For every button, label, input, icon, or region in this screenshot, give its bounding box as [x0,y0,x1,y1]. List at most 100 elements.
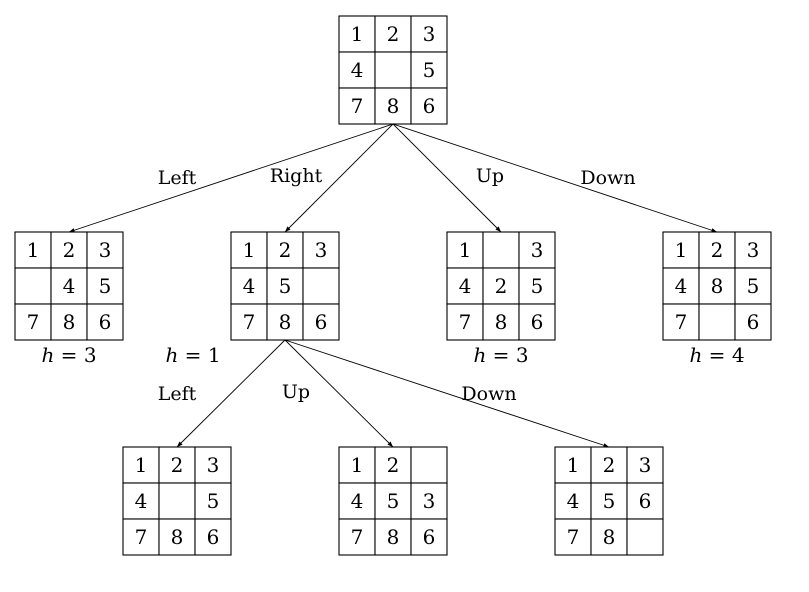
board-cell [302,303,340,341]
board-cell [302,267,340,305]
tile-number: 2 [711,238,724,262]
board-cell [590,446,628,484]
tile-number: 3 [531,238,544,262]
board-cell [50,231,88,269]
board-cell [410,518,448,556]
board-cell [194,482,232,520]
tile-number: 3 [639,453,652,477]
tile-number: 5 [423,58,436,82]
tile-number: 1 [351,453,364,477]
tile-number: 7 [243,310,256,334]
board-cell [122,446,160,484]
board-cell [14,303,52,341]
tile-number: 6 [423,525,436,549]
edge-arrow-right-to-right-left [176,339,286,448]
tile-number: 3 [207,453,220,477]
board-cell [338,482,376,520]
edge-arrow-root-to-right [284,123,394,233]
tile-number: 3 [423,22,436,46]
heuristic-equals: = [702,343,731,367]
tile-number: 1 [243,238,256,262]
tile-number: 5 [387,489,400,513]
tile-number: 4 [567,489,580,513]
edge-arrow-root-to-left [68,123,394,233]
board-cell [662,303,700,341]
tile-number: 7 [675,310,688,334]
board-cell [266,231,304,269]
tile-number: 5 [603,489,616,513]
heuristic-symbol: h [41,343,54,367]
heuristic-symbol: h [165,343,178,367]
board-cell [590,482,628,520]
tile-number: 2 [387,453,400,477]
tile-number: 7 [567,525,580,549]
tile-number: 2 [387,22,400,46]
heuristic-label-up: h = 3 [473,343,528,367]
board-cell [374,518,412,556]
tile-number: 2 [63,238,76,262]
heuristic-value: 3 [516,343,529,367]
tile-number: 7 [27,310,40,334]
board-cell [626,446,664,484]
board-cell [50,267,88,305]
tile-number: 2 [603,453,616,477]
tile-number: 4 [675,274,688,298]
board-cell [734,303,772,341]
tile-number: 4 [351,489,364,513]
tile-number: 1 [351,22,364,46]
tile-number: 8 [387,94,400,118]
edge-arrow-root-to-down [392,123,718,233]
tile-number: 8 [495,310,508,334]
board-cell [698,267,736,305]
heuristic-label-right: h = 1 [165,343,220,367]
tile-number: 3 [315,238,328,262]
tile-number: 3 [99,238,112,262]
tile-number: 6 [531,310,544,334]
heuristic-label-left: h = 3 [41,343,96,367]
tile-number: 4 [351,58,364,82]
tile-number: 7 [351,525,364,549]
board-cell [482,267,520,305]
tile-number: 5 [747,274,760,298]
board-cell [698,303,736,341]
heuristic-equals: = [178,343,207,367]
board-cell [410,51,448,89]
tile-number: 3 [423,489,436,513]
edge-label-down: Down [580,167,635,189]
board-cell [338,15,376,53]
tile-number: 1 [27,238,40,262]
tile-number: 5 [99,274,112,298]
board-cell [338,518,376,556]
tile-number: 6 [99,310,112,334]
edge-label-left: Left [158,167,197,189]
edge-label-right: Right [270,165,323,187]
heuristic-symbol: h [473,343,486,367]
board-cell [410,482,448,520]
board-cell [14,267,52,305]
tile-number: 3 [747,238,760,262]
tile-number: 7 [351,94,364,118]
edge-label-left: Left [158,383,197,405]
board-cell [554,518,592,556]
tile-number: 1 [675,238,688,262]
edge-arrow-right-to-right-up [284,339,394,448]
tile-number: 2 [495,274,508,298]
board-cell [410,87,448,125]
tile-number: 7 [459,310,472,334]
tile-number: 6 [315,310,328,334]
heuristic-equals: = [486,343,515,367]
board-cell [86,303,124,341]
tile-number: 2 [171,453,184,477]
board-cell [626,518,664,556]
tile-number: 4 [243,274,256,298]
